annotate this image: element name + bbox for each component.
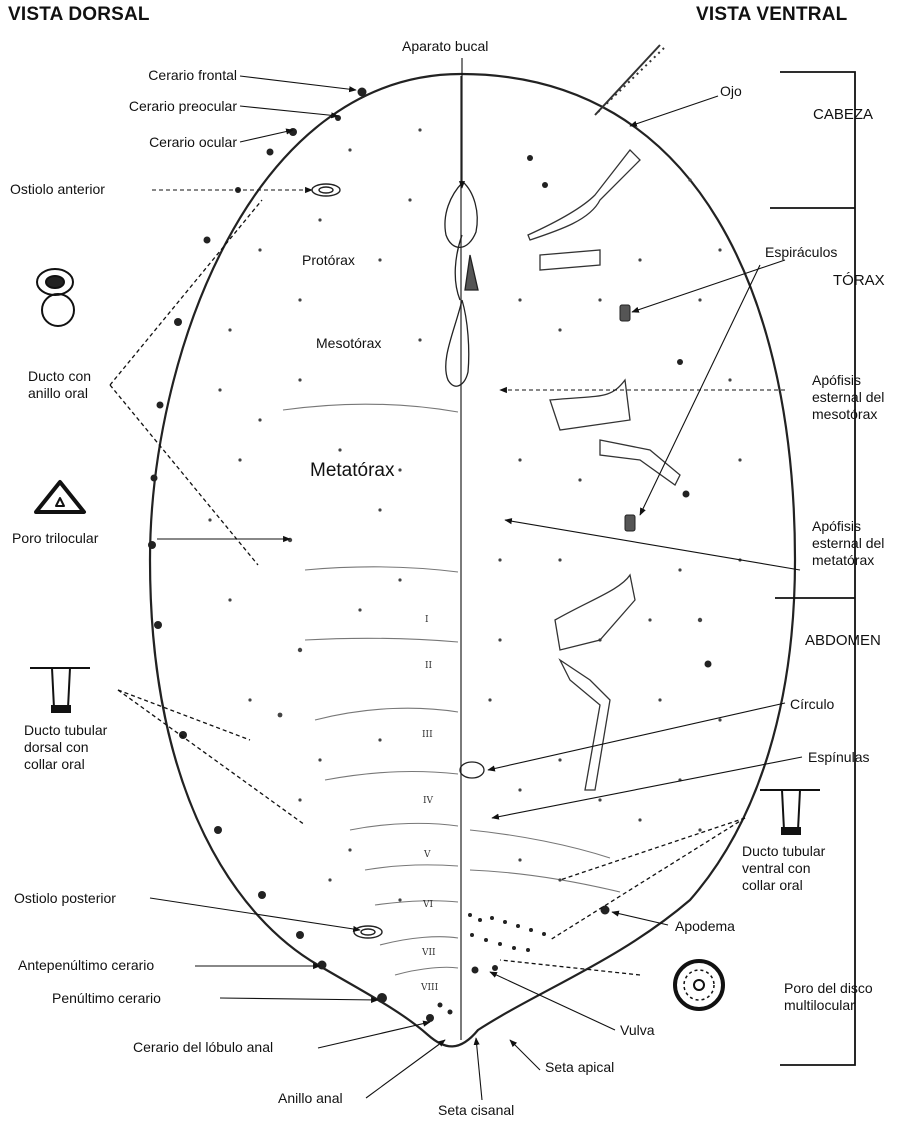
section-cabeza: CABEZA — [813, 106, 873, 123]
label-ducto-tubular-ventral: Ducto tubular ventral con collar oral — [742, 843, 825, 894]
label-ducto-tubular-dorsal: Ducto tubular dorsal con collar oral — [24, 722, 107, 773]
label-ojo: Ojo — [720, 83, 742, 100]
label-poro-disco: Poro del disco multilocular — [784, 980, 873, 1014]
ostioles — [312, 184, 382, 938]
dorsal-tubular-duct-icon — [30, 668, 90, 712]
body-outline — [150, 74, 795, 1046]
ventral-view-heading: VISTA VENTRAL — [696, 6, 847, 23]
section-torax: TÓRAX — [833, 272, 885, 289]
antenna — [595, 45, 664, 115]
label-apofisis-metatorax: Apófisis esternal del metatórax — [812, 518, 884, 569]
spiracles — [620, 305, 635, 531]
label-aparato-bucal: Aparato bucal — [402, 38, 488, 55]
dorsal-pores — [208, 128, 421, 901]
ventral-tubular-duct-icon — [760, 790, 820, 834]
segment-numeral: VII — [421, 948, 436, 958]
segment-numeral: VI — [422, 900, 433, 910]
label-anillo-anal: Anillo anal — [278, 1090, 343, 1107]
trilocular-pore-icon — [36, 482, 84, 512]
region-metatorax: Metatórax — [310, 462, 394, 479]
multilocular-disc-pore-icon — [675, 961, 723, 1009]
dorsal-view-heading: VISTA DORSAL — [8, 6, 150, 23]
region-protorax: Protórax — [302, 252, 355, 269]
label-seta-apical: Seta apical — [545, 1059, 614, 1076]
label-ostiolo-posterior: Ostiolo posterior — [14, 890, 116, 907]
label-seta-cisanal: Seta cisanal — [438, 1102, 514, 1119]
label-ostiolo-anterior: Ostiolo anterior — [10, 181, 105, 198]
segment-numeral: IV — [423, 796, 434, 806]
segment-numeral: III — [422, 730, 433, 740]
label-cerario-lobulo-anal: Cerario del lóbulo anal — [133, 1039, 273, 1056]
label-poro-trilocular: Poro trilocular — [12, 530, 98, 547]
leader-lines — [150, 58, 802, 1100]
label-apodema: Apodema — [675, 918, 735, 935]
segment-lines — [283, 404, 620, 975]
oral-rim-duct-icon — [37, 269, 74, 326]
label-cerario-ocular: Cerario ocular — [54, 134, 237, 151]
label-ducto-anillo-oral: Ducto con anillo oral — [28, 368, 91, 402]
segment-numeral: VIII — [420, 983, 439, 993]
label-circulo: Círculo — [790, 696, 834, 713]
label-vulva: Vulva — [620, 1022, 655, 1039]
label-cerario-frontal: Cerario frontal — [74, 67, 237, 84]
section-abdomen: ABDOMEN — [805, 632, 881, 649]
label-antepenultimo-cerario: Antepenúltimo cerario — [18, 957, 154, 974]
segment-numeral: V — [423, 850, 431, 860]
segment-numeral: I — [425, 615, 429, 625]
region-mesotorax: Mesotórax — [316, 335, 381, 352]
label-espiraculos: Espiráculos — [765, 244, 837, 261]
label-penultimo-cerario: Penúltimo cerario — [52, 990, 161, 1007]
label-cerario-preocular: Cerario preocular — [54, 98, 237, 115]
label-apofisis-mesotorax: Apófisis esternal del mesotórax — [812, 372, 884, 423]
label-espinulas: Espínulas — [808, 749, 869, 766]
circulus — [460, 762, 484, 778]
legs — [528, 150, 680, 790]
segment-numeral: II — [425, 661, 433, 671]
